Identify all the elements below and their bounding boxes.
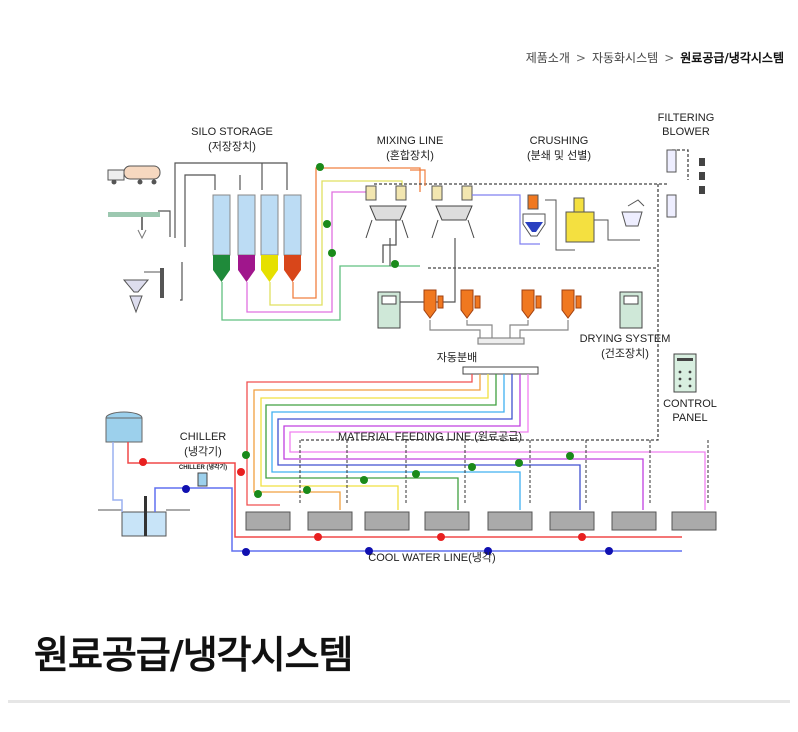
label-silo-storage-ko: (저장장치) xyxy=(208,140,256,153)
silo-orange xyxy=(283,194,302,282)
label-crushing: CRUSHING xyxy=(530,135,589,147)
title-divider xyxy=(8,700,790,703)
silo-purple xyxy=(237,194,256,282)
feeding-vacuum-drops xyxy=(299,440,709,505)
label-filtering: FILTERING xyxy=(658,112,715,124)
breadcrumb-item-products[interactable]: 제품소개 xyxy=(525,51,570,65)
system-diagram: SILO STORAGE (저장장치) MIXING LINE (혼합장치) C… xyxy=(98,112,717,564)
mixer-1 xyxy=(365,185,409,239)
label-drying-system: DRYING SYSTEM xyxy=(580,333,671,345)
junction-dots xyxy=(316,163,399,268)
silo-yellow xyxy=(260,194,279,282)
silo-tanks xyxy=(212,194,302,282)
mixer-lines xyxy=(380,169,540,303)
mixers xyxy=(365,185,475,239)
cool-water-dots xyxy=(139,458,613,556)
label-panel: PANEL xyxy=(672,412,707,424)
injection-machines xyxy=(245,511,717,531)
breadcrumb-separator: > xyxy=(575,50,586,65)
label-mixing-line-ko: (혼합장치) xyxy=(386,149,434,162)
filtering-blower xyxy=(666,149,705,218)
dryer-cabinet-left xyxy=(377,291,401,329)
control-panel-icon xyxy=(673,353,697,393)
label-mixing-line: MIXING LINE xyxy=(377,135,444,147)
material-feeding-lines xyxy=(246,374,706,510)
water-pit xyxy=(98,496,190,537)
chiller-unit xyxy=(197,472,208,487)
label-material-feeding-line: MATERIAL FEEDING LINE (원료공급) xyxy=(338,430,522,443)
dryer-hoppers xyxy=(423,289,582,319)
dryer-cabinet-right xyxy=(619,291,643,329)
crusher-equipment xyxy=(522,194,645,251)
label-cool-water-line: COOL WATER LINE(냉각) xyxy=(368,551,495,564)
label-crushing-ko: (분쇄 및 선별) xyxy=(527,149,591,162)
bag-hopper-icon xyxy=(122,268,164,314)
label-silo-storage: SILO STORAGE xyxy=(191,126,273,138)
label-chiller-unit: CHILLER (냉각기) xyxy=(179,463,227,471)
breadcrumb-item-automation[interactable]: 자동화시스템 xyxy=(591,51,659,65)
breadcrumb-separator: > xyxy=(664,50,675,65)
vacuum-line xyxy=(300,149,689,441)
label-chiller-ko: (냉각기) xyxy=(184,445,222,458)
page-title: 원료공급/냉각시스템 xyxy=(34,633,354,677)
breadcrumb-item-current: 원료공급/냉각시스템 xyxy=(680,51,784,65)
cooling-tower-icon xyxy=(105,411,143,443)
tanker-truck-icon xyxy=(107,165,161,185)
silo-green xyxy=(212,194,231,282)
auto-distributor xyxy=(462,366,539,375)
label-chiller: CHILLER xyxy=(180,431,227,443)
silo-piping xyxy=(158,162,288,301)
feeding-junction-dots xyxy=(242,451,574,498)
crane-icon xyxy=(108,212,160,240)
label-drying-system-ko: (건조장치) xyxy=(601,347,649,360)
dryer-output-lines xyxy=(429,320,569,345)
label-control: CONTROL xyxy=(663,398,717,410)
breadcrumb: 제품소개 > 자동화시스템 > 원료공급/냉각시스템 xyxy=(526,49,784,66)
label-blower: BLOWER xyxy=(662,126,710,138)
label-auto-distribution: 자동분배 xyxy=(437,351,477,364)
mixer-2 xyxy=(431,185,475,239)
cool-water-lines xyxy=(112,442,682,552)
